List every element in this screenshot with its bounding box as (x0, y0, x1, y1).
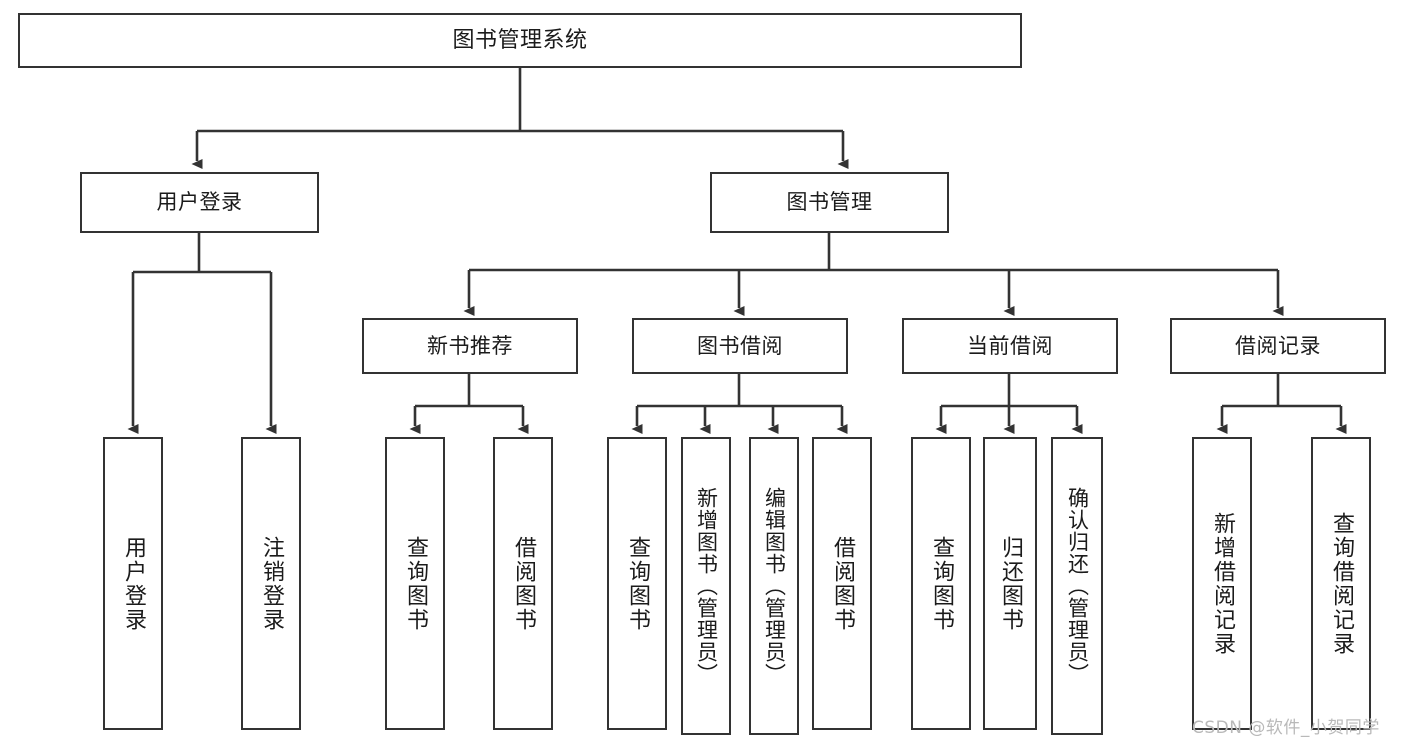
node-label: 查询图书 (929, 535, 954, 632)
node-label: 新增借阅记录 (1210, 511, 1235, 656)
leaf-query-book-current[interactable]: 查询图书 (911, 437, 971, 730)
node-label: 图书借阅 (697, 333, 783, 358)
node-label: 图书管理 (786, 190, 873, 215)
node-label: 新增图书（管理员） (694, 487, 719, 685)
node-new-book-recommend[interactable]: 新书推荐 (362, 318, 578, 374)
node-label: 用户登录 (121, 535, 146, 632)
leaf-logout-login[interactable]: 注销登录 (241, 437, 301, 730)
node-root-system[interactable]: 图书管理系统 (18, 13, 1022, 68)
node-label: 借阅图书 (830, 535, 855, 632)
node-label: 当前借阅 (967, 333, 1053, 358)
leaf-edit-book-admin[interactable]: 编辑图书（管理员） (749, 437, 799, 735)
leaf-borrow-book-recommend[interactable]: 借阅图书 (493, 437, 553, 730)
node-current-borrow[interactable]: 当前借阅 (902, 318, 1118, 374)
node-label: 查询借阅记录 (1329, 511, 1354, 656)
node-label: 用户登录 (156, 190, 243, 215)
leaf-borrow-book-borrow[interactable]: 借阅图书 (812, 437, 872, 730)
node-book-management[interactable]: 图书管理 (710, 172, 949, 233)
leaf-return-book[interactable]: 归还图书 (983, 437, 1037, 730)
node-label: 查询图书 (625, 535, 650, 632)
node-book-borrow[interactable]: 图书借阅 (632, 318, 848, 374)
node-label: 借阅记录 (1235, 333, 1321, 358)
leaf-add-borrow-record[interactable]: 新增借阅记录 (1192, 437, 1252, 730)
node-label: 注销登录 (259, 535, 284, 632)
node-user-login[interactable]: 用户登录 (80, 172, 319, 233)
node-label: 归还图书 (998, 535, 1023, 632)
node-label: 借阅图书 (511, 535, 536, 632)
leaf-add-book-admin[interactable]: 新增图书（管理员） (681, 437, 731, 735)
leaf-query-borrow-record[interactable]: 查询借阅记录 (1311, 437, 1371, 730)
node-label: 查询图书 (403, 535, 428, 632)
node-label: 图书管理系统 (452, 27, 588, 53)
node-label: 编辑图书（管理员） (762, 487, 787, 685)
watermark-text: CSDN @软件_小贺同学 (1192, 718, 1380, 738)
node-borrow-record[interactable]: 借阅记录 (1170, 318, 1386, 374)
node-label: 确认归还（管理员） (1065, 487, 1090, 685)
leaf-query-book-recommend[interactable]: 查询图书 (385, 437, 445, 730)
leaf-confirm-return-admin[interactable]: 确认归还（管理员） (1051, 437, 1103, 735)
node-label: 新书推荐 (427, 333, 513, 358)
leaf-user-login[interactable]: 用户登录 (103, 437, 163, 730)
leaf-query-book-borrow[interactable]: 查询图书 (607, 437, 667, 730)
